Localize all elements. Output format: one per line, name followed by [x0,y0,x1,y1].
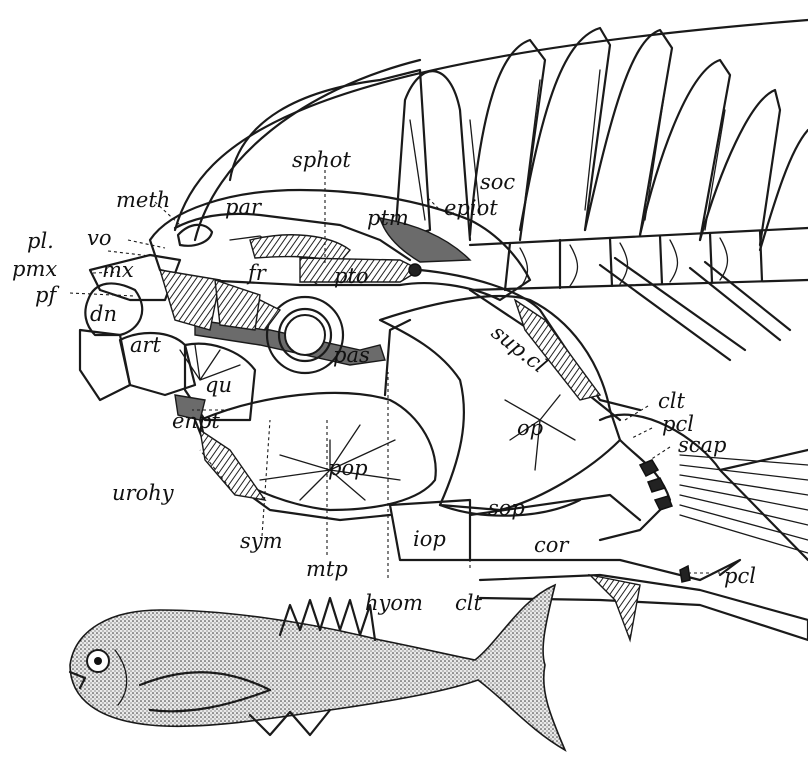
label-epiot: epiot [444,196,498,220]
label-pmx: pmx [12,257,57,281]
label-clt-upper: clt [658,389,685,413]
label-soc: soc [480,170,515,194]
label-sym: sym [240,529,283,553]
label-mx: mx [102,258,134,282]
label-pl: pl. [27,229,54,253]
label-pf: pf [35,283,59,307]
label-sphot: sphot [292,148,351,172]
label-pto: pto [334,264,369,288]
label-vo: vo [87,226,112,250]
fish-inset [70,585,565,750]
label-iop: iop [413,527,446,551]
label-cor: cor [534,533,570,557]
pectoral-fin [470,415,808,640]
label-op: op [517,416,543,440]
label-clt-lower: clt [455,591,482,615]
label-pcl-lower: pcl [724,564,756,588]
label-hyom: hyom [365,591,423,615]
label-par: par [225,195,263,219]
label-dn: dn [90,302,117,326]
label-qu: qu [205,373,232,397]
label-sop: sop [488,496,525,520]
label-art: art [130,333,162,357]
label-meth: meth [116,188,170,212]
label-pas: pas [333,343,370,367]
label-mtp: mtp [306,557,348,581]
label-ptm: ptm [367,206,409,230]
label-urohy: urohy [112,481,175,505]
label-scap: scap [678,433,727,457]
label-fr: fr [246,261,268,285]
label-enpt: enpt [172,409,220,433]
label-pop: pop [328,456,368,480]
